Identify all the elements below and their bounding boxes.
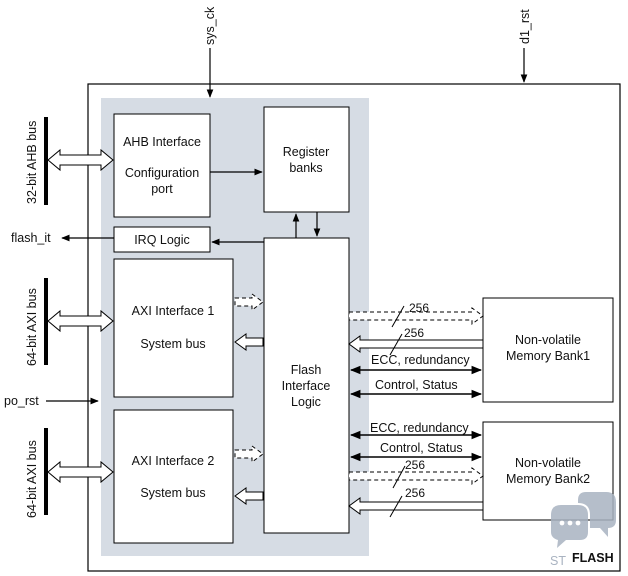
ahb-bus-bar — [44, 117, 48, 205]
register-banks-block — [263, 106, 350, 213]
memory-bank-2-line2: Memory Bank2 — [506, 472, 590, 486]
irq-logic-label: IRQ Logic — [134, 233, 190, 247]
ahb-interface-line3: port — [151, 182, 173, 196]
axi-bus-1-label: 64-bit AXI bus — [25, 288, 39, 366]
ahb-bus-link — [47, 148, 114, 172]
ahb-interface-line2: Configuration — [125, 166, 199, 180]
bank-2-control-label: Control, Status — [380, 441, 463, 455]
axi-bus-1-bar — [44, 278, 48, 365]
flash-logic-line1: Flash — [291, 363, 322, 377]
bank-2-dashed-write-bus — [348, 467, 484, 485]
bank-2-width-slash-bottom — [389, 495, 403, 518]
bank-2-width-top: 256 — [405, 458, 425, 472]
bank-1-dashed-write-bus — [348, 307, 484, 325]
axi-bus-2-bar — [44, 428, 48, 515]
irq-logic-block — [113, 226, 211, 253]
ahb-bus-label: 32-bit AHB bus — [25, 121, 39, 204]
axi-1-dashed-arrow — [234, 293, 264, 311]
memory-bank-1-block — [482, 297, 614, 403]
axi-interface-1-line2: System bus — [140, 337, 205, 351]
ahb-interface-title: AHB Interface — [123, 135, 201, 149]
bank-1-width-slash-bottom — [389, 333, 403, 356]
axi-2-dashed-arrow — [234, 445, 264, 463]
axi-bus-2-link — [47, 460, 114, 484]
axi-interface-2-title: AXI Interface 2 — [132, 454, 215, 468]
memory-bank-1-line1: Non-volatile — [515, 333, 581, 347]
watermark-logo — [551, 492, 616, 548]
bank-1-width-top: 256 — [409, 301, 429, 315]
register-banks-line1: Register — [283, 145, 330, 159]
axi-bus-2-label: 64-bit AXI bus — [25, 440, 39, 518]
flash-logic-line2: Interface — [282, 379, 331, 393]
flash-it-label: flash_it — [11, 231, 51, 245]
memory-bank-2-line1: Non-volatile — [515, 456, 581, 470]
bank-2-solid-read-bus — [348, 497, 484, 515]
po-rst-label: po_rst — [4, 394, 39, 408]
axi-interface-1-title: AXI Interface 1 — [132, 304, 215, 318]
bank-1-control-label: Control, Status — [375, 378, 458, 392]
bank-2-ecc-label: ECC, redundancy — [370, 421, 469, 435]
sys-ck-label: sys_ck — [203, 6, 217, 45]
d1-rst-label: d1_rst — [518, 9, 532, 44]
axi-interface-1-block — [113, 258, 234, 398]
bank-1-width-bottom: 256 — [404, 326, 424, 340]
bank-2-width-bottom: 256 — [405, 486, 425, 500]
register-banks-line2: banks — [289, 161, 322, 175]
bank-1-ecc-label: ECC, redundancy — [371, 353, 470, 367]
ahb-interface-block — [113, 113, 211, 218]
bank-2-width-slash-top — [392, 465, 406, 489]
flash-peripheral-boundary — [87, 83, 621, 572]
axi-1-solid-arrow — [234, 333, 264, 351]
flash-logic-line3: Logic — [291, 395, 321, 409]
watermark-text: ST — [550, 554, 566, 568]
axi-bus-1-link — [47, 309, 114, 333]
bank-1-width-slash-top — [391, 305, 405, 328]
bank-1-solid-read-bus — [348, 335, 484, 353]
flash-interface-logic-block — [263, 237, 350, 534]
axi-2-solid-arrow — [234, 487, 264, 505]
axi-interface-2-block — [113, 409, 234, 544]
memory-bank-1-line2: Memory Bank1 — [506, 349, 590, 363]
axi-interface-2-line2: System bus — [140, 486, 205, 500]
flash-label: FLASH — [572, 551, 614, 565]
